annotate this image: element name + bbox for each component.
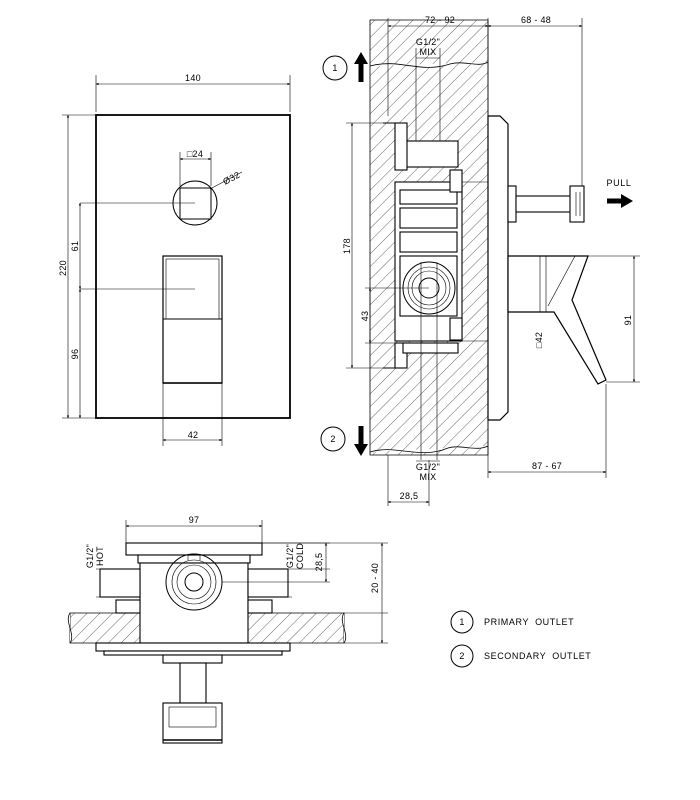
projection-bottom-label: 87 - 67 — [532, 461, 562, 471]
secondary-arrow-icon — [354, 426, 368, 456]
lever-width-label: 42 — [188, 430, 199, 440]
secondary-marker-number: 2 — [330, 434, 335, 444]
inlet-offset-label: 28,5 — [314, 553, 324, 572]
top-width-label: 97 — [189, 515, 200, 525]
side-lever — [507, 255, 607, 385]
legend-item-secondary: 2 SECONDARY OUTLET — [450, 644, 591, 668]
front-view: 140 220 □24 Ø32 61 96 42 — [58, 73, 291, 446]
pull-arrow-icon — [607, 194, 633, 208]
diverter-square — [179, 187, 212, 220]
projection-top-label: 68 - 48 — [521, 15, 551, 25]
side-cover-plate — [487, 115, 509, 421]
cold-thread-label: G1/2" — [285, 544, 295, 568]
cold-label: COLD — [295, 543, 305, 569]
hot-thread-label: G1/2" — [85, 544, 95, 568]
bottom-outlet-type: MIX — [420, 472, 437, 482]
legend: 1 PRIMARY OUTLET 2 SECONDARY OUTLET — [450, 610, 591, 668]
front-width-label: 140 — [185, 73, 201, 83]
top-view: 97 G1/2" HOT G1/2" COLD — [67, 515, 388, 744]
hot-label: HOT — [95, 546, 105, 566]
legend-label-primary: PRIMARY OUTLET — [484, 617, 574, 627]
secondary-marker-circle — [320, 426, 346, 452]
front-height-label: 220 — [58, 260, 68, 276]
center-offset-label: 43 — [360, 311, 370, 322]
wall-range-label: 20 - 40 — [370, 563, 380, 593]
primary-arrow-icon — [354, 52, 368, 82]
bottom-outlet-thread: G1/2" — [416, 462, 440, 472]
top-outlet-type: MIX — [420, 47, 437, 57]
lower-offset-label: 96 — [70, 349, 80, 360]
legend-number-secondary: 2 — [459, 651, 464, 661]
primary-marker-circle — [322, 55, 348, 81]
pull-label: PULL — [607, 178, 632, 188]
wall-depth-label: 72 - 92 — [425, 15, 455, 25]
primary-marker-number: 1 — [332, 63, 337, 73]
legend-number-primary: 1 — [459, 617, 464, 627]
base-offset-label: 28,5 — [400, 491, 419, 501]
lever-height-label: 91 — [623, 315, 633, 326]
square-size-label: □24 — [187, 149, 203, 159]
legend-label-secondary: SECONDARY OUTLET — [484, 651, 591, 661]
side-view: 72 - 92 68 - 48 G1/2" MIX 1 — [320, 15, 640, 506]
top-outlet-thread: G1/2" — [416, 37, 440, 47]
body-height-label: 178 — [342, 238, 352, 254]
lever-section-label: □42 — [534, 332, 544, 348]
legend-item-primary: 1 PRIMARY OUTLET — [450, 610, 574, 634]
upper-offset-label: 61 — [70, 241, 80, 252]
